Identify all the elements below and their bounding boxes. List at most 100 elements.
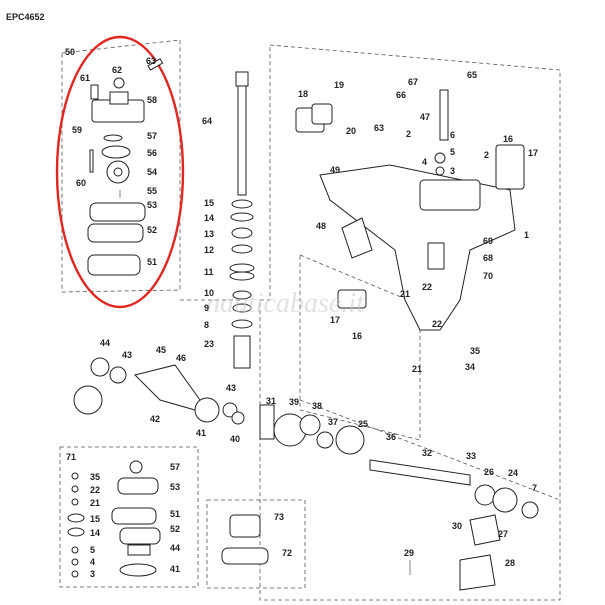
callout: 72 <box>282 548 292 558</box>
callout: 59 <box>72 125 82 135</box>
callout: 2 <box>484 150 489 160</box>
callout: 54 <box>147 167 157 177</box>
callout: 42 <box>150 414 160 424</box>
callout: 43 <box>122 350 132 360</box>
callout: 56 <box>147 148 157 158</box>
callout: 51 <box>147 257 157 267</box>
callout: 51 <box>170 509 180 519</box>
callout: 57 <box>170 462 180 472</box>
callout: 5 <box>90 545 95 555</box>
callout: 4 <box>422 157 427 167</box>
callout: 67 <box>408 77 418 87</box>
callout: 47 <box>420 112 430 122</box>
callout: 22 <box>90 485 100 495</box>
callout: 53 <box>170 482 180 492</box>
callout: 48 <box>316 221 326 231</box>
callout: 50 <box>65 47 75 57</box>
callout: 46 <box>176 353 186 363</box>
callout: 52 <box>170 524 180 534</box>
callout: 20 <box>346 126 356 136</box>
callout: 55 <box>147 186 157 196</box>
callout: 22 <box>432 319 442 329</box>
callout: 28 <box>505 558 515 568</box>
callout-labels: 50 61 62 63 58 59 57 56 60 54 55 53 52 5… <box>65 47 538 579</box>
kit-right-contents <box>221 514 269 565</box>
callout: 16 <box>352 331 362 341</box>
callout: 10 <box>204 288 214 298</box>
callout: 3 <box>450 166 455 176</box>
callout: 3 <box>90 569 95 579</box>
callout: 64 <box>202 116 212 126</box>
callout: 21 <box>412 364 422 374</box>
kit-box-left <box>59 446 199 588</box>
driveshaft-stack <box>229 71 255 369</box>
callout: 65 <box>467 70 477 80</box>
callout: 60 <box>76 178 86 188</box>
callout: 14 <box>90 528 100 538</box>
callout: 44 <box>100 338 110 348</box>
callout: 21 <box>400 289 410 299</box>
callout: 24 <box>508 468 518 478</box>
callout: 73 <box>274 512 284 522</box>
callout: 70 <box>483 271 493 281</box>
callout: 1 <box>524 230 529 240</box>
callout: 63 <box>146 56 156 66</box>
guide-line <box>299 399 561 501</box>
callout: 14 <box>204 213 214 223</box>
callout: 25 <box>358 419 368 429</box>
callout: 38 <box>312 401 322 411</box>
callout: 43 <box>226 383 236 393</box>
diagram-code: EPC4652 <box>6 12 45 22</box>
propshaft-parts <box>73 357 539 591</box>
callout: 35 <box>90 472 100 482</box>
callout: 6 <box>450 130 455 140</box>
callout: 9 <box>204 303 209 313</box>
callout: 35 <box>470 346 480 356</box>
callout: 33 <box>466 451 476 461</box>
callout: 49 <box>330 165 340 175</box>
callout: 58 <box>147 95 157 105</box>
callout: 21 <box>90 498 100 508</box>
callout: 17 <box>528 148 538 158</box>
highlight-circle <box>55 35 185 309</box>
callout: 30 <box>452 521 462 531</box>
kit-left-contents <box>67 460 161 578</box>
callout: 61 <box>80 73 90 83</box>
callout: 27 <box>498 529 508 539</box>
callout: 41 <box>170 564 180 574</box>
callout: 16 <box>503 134 513 144</box>
callout: 17 <box>330 315 340 325</box>
callout: 39 <box>289 397 299 407</box>
callout: 26 <box>484 467 494 477</box>
callout: 18 <box>298 89 308 99</box>
callout: 34 <box>465 362 475 372</box>
gearcase-housing <box>295 89 525 331</box>
callout: 5 <box>450 147 455 157</box>
callout: 22 <box>422 282 432 292</box>
callout: 63 <box>374 123 384 133</box>
callout: 19 <box>334 80 344 90</box>
callout: 4 <box>90 557 95 567</box>
callout: 68 <box>483 253 493 263</box>
callout: 7 <box>532 483 537 493</box>
water-pump-parts <box>87 58 164 276</box>
callout: 45 <box>156 345 166 355</box>
gearcase-outline <box>259 44 561 601</box>
callout: 23 <box>204 339 214 349</box>
callout: 32 <box>422 448 432 458</box>
callout: 8 <box>204 320 209 330</box>
callout: 36 <box>386 432 396 442</box>
callout: 52 <box>147 225 157 235</box>
kit-box-right <box>206 499 306 589</box>
callout: 37 <box>328 417 338 427</box>
callout: 31 <box>266 396 276 406</box>
callout: 11 <box>204 267 214 277</box>
callout: 57 <box>147 131 157 141</box>
callout: 41 <box>196 428 206 438</box>
callout: 71 <box>66 452 76 462</box>
watermark: nauticabase.it <box>206 288 365 319</box>
callout: 40 <box>230 434 240 444</box>
callout: 62 <box>112 65 122 75</box>
callout: 69 <box>483 236 493 246</box>
